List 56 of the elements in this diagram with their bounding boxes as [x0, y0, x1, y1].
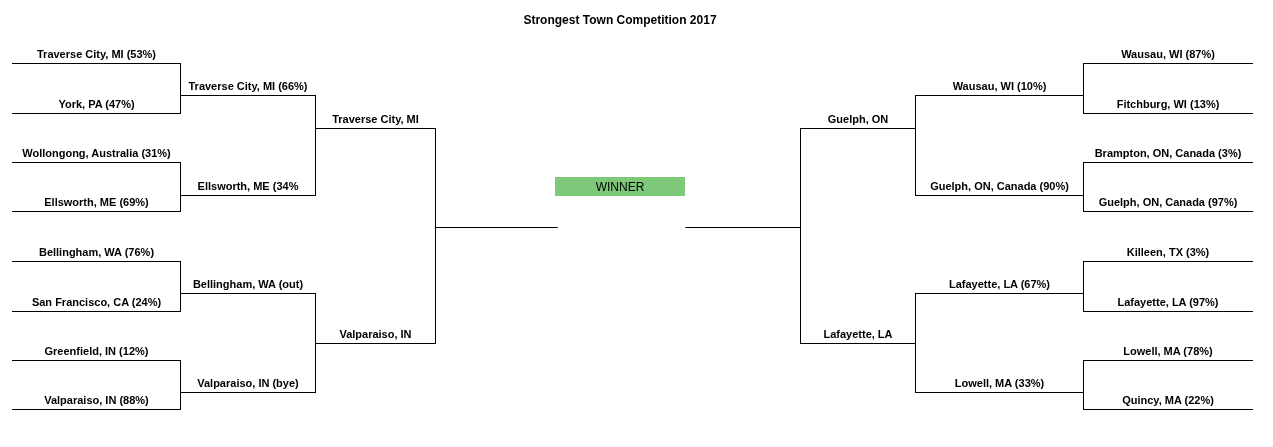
bracket-line [315, 343, 316, 393]
bracket-line [1083, 392, 1084, 410]
bracket-line [180, 63, 181, 96]
team-slot: Lafayette, LA (67%) [915, 276, 1084, 294]
team-slot: Lowell, MA (78%) [1083, 343, 1253, 361]
bracket-line [1083, 95, 1084, 114]
bracket-line [435, 227, 558, 344]
team-slot: Ellsworth, ME (69%) [12, 194, 181, 212]
bracket-line [1083, 261, 1084, 294]
team-slot: Guelph, ON, Canada (90%) [915, 178, 1084, 196]
bracket-line [1083, 162, 1084, 196]
bracket-line [180, 195, 181, 212]
bracket-line [315, 128, 316, 196]
bracket-line [915, 128, 916, 196]
bracket-line [1083, 360, 1084, 393]
team-slot: Traverse City, MI (53%) [12, 46, 181, 64]
bracket-line [685, 227, 801, 344]
team-slot: Guelph, ON, Canada (97%) [1083, 194, 1253, 212]
team-slot: Quincy, MA (22%) [1083, 392, 1253, 410]
bracket-line [1083, 293, 1084, 312]
bracket-line [180, 293, 181, 312]
bracket-line [915, 293, 916, 344]
bracket-line [915, 95, 916, 129]
team-slot: Brampton, ON, Canada (3%) [1083, 145, 1253, 163]
bracket-line [315, 293, 316, 344]
team-slot: York, PA (47%) [12, 96, 181, 114]
team-slot: Greenfield, IN (12%) [12, 343, 181, 361]
bracket-line [180, 261, 181, 294]
winner-banner: WINNER [555, 177, 685, 196]
team-slot: Lafayette, LA (97%) [1083, 294, 1253, 312]
team-slot: Lafayette, LA [800, 326, 916, 344]
bracket-line [180, 360, 181, 393]
team-slot: Ellsworth, ME (34% [180, 178, 316, 196]
team-slot: Wausau, WI (10%) [915, 78, 1084, 96]
team-slot: San Francisco, CA (24%) [12, 294, 181, 312]
bracket-title: Strongest Town Competition 2017 [523, 12, 717, 29]
team-slot: Fitchburg, WI (13%) [1083, 96, 1253, 114]
team-slot: Lowell, MA (33%) [915, 375, 1084, 393]
team-slot: Wausau, WI (87%) [1083, 46, 1253, 64]
team-slot: Traverse City, MI [315, 111, 436, 129]
bracket-line [915, 343, 916, 393]
bracket-line [180, 162, 181, 196]
team-slot: Guelph, ON [800, 111, 916, 129]
team-slot: Traverse City, MI (66%) [180, 78, 316, 96]
bracket-line [1083, 63, 1084, 96]
team-slot: Valparaiso, IN (88%) [12, 392, 181, 410]
bracket-line [1083, 195, 1084, 212]
bracket-line [180, 392, 181, 410]
team-slot: Killeen, TX (3%) [1083, 244, 1253, 262]
bracket-line [315, 95, 316, 129]
team-slot: Valparaiso, IN [315, 326, 436, 344]
team-slot: Valparaiso, IN (bye) [180, 375, 316, 393]
team-slot: Bellingham, WA (76%) [12, 244, 181, 262]
team-slot: Wollongong, Australia (31%) [12, 145, 181, 163]
bracket-line [180, 95, 181, 114]
team-slot: Bellingham, WA (out) [180, 276, 316, 294]
